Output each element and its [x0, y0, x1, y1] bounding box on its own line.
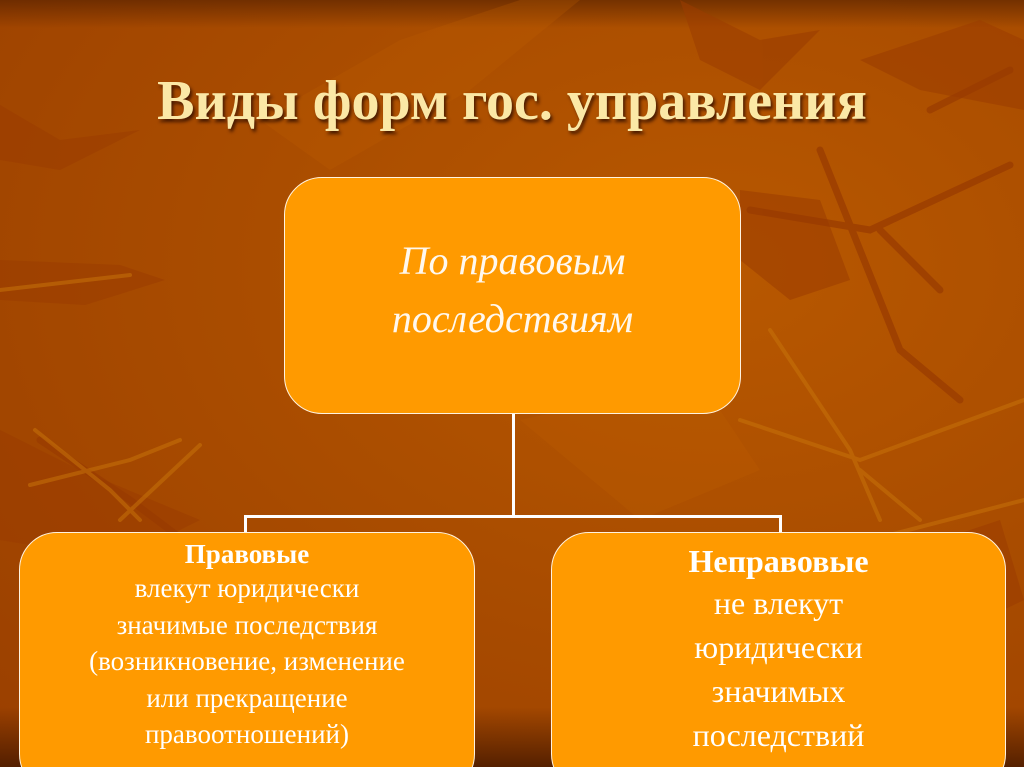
root-node: По правовым последствиям [284, 177, 741, 414]
connector-right-drop [779, 515, 782, 533]
child-node-legal-line-5: правоотношений) [144, 719, 349, 749]
connector-vertical [512, 413, 515, 517]
child-node-legal-line-1: влекут юридически [134, 573, 360, 603]
child-node-legal-title: Правовые [184, 539, 310, 569]
child-node-nonlegal-line-4: последствий [692, 717, 865, 753]
root-line-1: По правовым [399, 237, 626, 283]
child-node-nonlegal-title: Неправовые [688, 543, 869, 579]
root-line-2: последствиям [391, 295, 634, 341]
child-node-legal-line-2: значимые последствия [116, 609, 378, 640]
root-node-text: По правовым последствиям [392, 232, 633, 348]
child-node-legal-line-3: (возникновение, изменение [89, 646, 405, 676]
child-node-legal: Правовые влекут юридически значимые посл… [19, 532, 475, 767]
child-node-nonlegal: Неправовые не влекут юридически значимых… [551, 532, 1006, 767]
connector-horizontal [244, 515, 782, 518]
connector-left-drop [244, 515, 247, 533]
child-node-nonlegal-line-3: значимых [711, 673, 846, 709]
child-node-legal-line-4: или прекращение [146, 682, 348, 713]
slide-title: Виды форм гос. управления [157, 70, 867, 132]
child-node-nonlegal-line-2: юридически [694, 629, 863, 665]
child-node-nonlegal-line-1: не влекут [713, 585, 844, 621]
